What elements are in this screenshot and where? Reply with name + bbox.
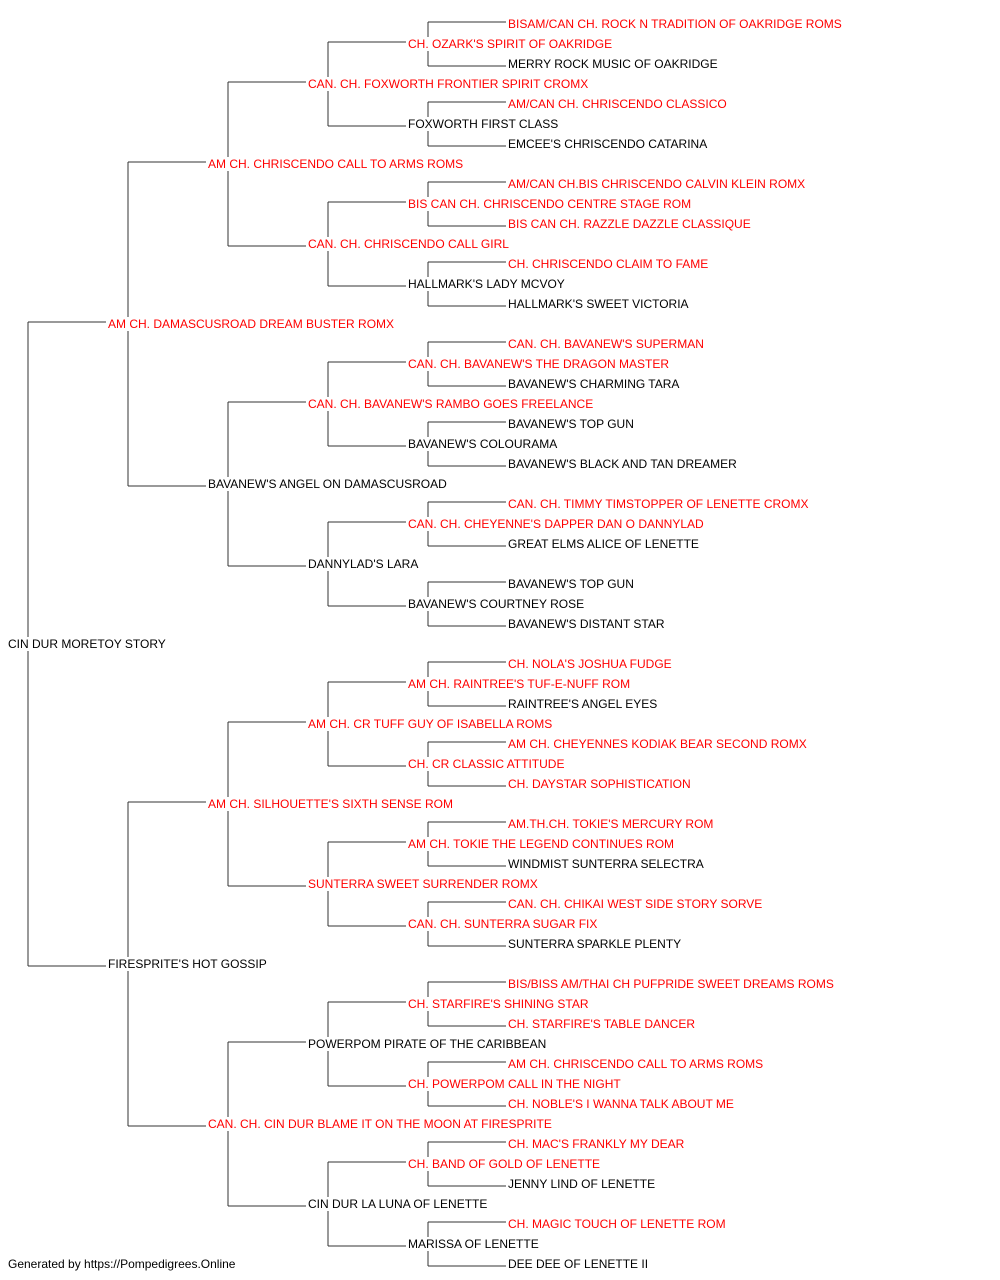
ancestor-name-gen-5: BAVANEW'S BLACK AND TAN DREAMER — [507, 457, 738, 471]
ancestor-name-gen-5: CH. NOBLE'S I WANNA TALK ABOUT ME — [507, 1097, 735, 1111]
ancestor-name-gen-5: DEE DEE OF LENETTE II — [507, 1257, 650, 1271]
ancestor-name-gen-4: BAVANEW'S COLOURAMA — [407, 437, 559, 451]
ancestor-name-gen-3: CAN. CH. FOXWORTH FRONTIER SPIRIT CROMX — [307, 77, 590, 91]
ancestor-name-gen-5: CAN. CH. BAVANEW'S SUPERMAN — [507, 337, 705, 351]
ancestor-name-gen-5: CH. MAC'S FRANKLY MY DEAR — [507, 1137, 686, 1151]
ancestor-name-gen-5: AM CH. CHEYENNES KODIAK BEAR SECOND ROMX — [507, 737, 808, 751]
subject-dog-name: CIN DUR MORETOY STORY — [7, 637, 167, 651]
ancestor-name-gen-4: CAN. CH. SUNTERRA SUGAR FIX — [407, 917, 599, 931]
ancestor-name-gen-5: CAN. CH. TIMMY TIMSTOPPER OF LENETTE CRO… — [507, 497, 810, 511]
ancestor-name-gen-5: BAVANEW'S TOP GUN — [507, 577, 635, 591]
ancestor-name-gen-4: BIS CAN CH. CHRISCENDO CENTRE STAGE ROM — [407, 197, 693, 211]
ancestor-name-gen-5: JENNY LIND OF LENETTE — [507, 1177, 657, 1191]
ancestor-name-gen-4: FOXWORTH FIRST CLASS — [407, 117, 560, 131]
ancestor-name-gen-2: AM CH. SILHOUETTE'S SIXTH SENSE ROM — [207, 797, 454, 811]
ancestor-name-gen-4: CAN. CH. BAVANEW'S THE DRAGON MASTER — [407, 357, 670, 371]
ancestor-name-gen-5: CAN. CH. CHIKAI WEST SIDE STORY SORVE — [507, 897, 764, 911]
ancestor-name-gen-2: CAN. CH. CIN DUR BLAME IT ON THE MOON AT… — [207, 1117, 553, 1131]
ancestor-name-gen-4: CH. STARFIRE'S SHINING STAR — [407, 997, 590, 1011]
ancestor-name-gen-3: CAN. CH. BAVANEW'S RAMBO GOES FREELANCE — [307, 397, 595, 411]
ancestor-name-gen-4: CH. BAND OF GOLD OF LENETTE — [407, 1157, 602, 1171]
ancestor-name-gen-5: EMCEE'S CHRISCENDO CATARINA — [507, 137, 709, 151]
ancestor-name-gen-5: WINDMIST SUNTERRA SELECTRA — [507, 857, 705, 871]
ancestor-name-gen-5: BAVANEW'S CHARMING TARA — [507, 377, 681, 391]
ancestor-name-gen-5: BISAM/CAN CH. ROCK N TRADITION OF OAKRID… — [507, 17, 843, 31]
ancestor-name-gen-5: CH. DAYSTAR SOPHISTICATION — [507, 777, 692, 791]
ancestor-name-gen-3: SUNTERRA SWEET SURRENDER ROMX — [307, 877, 539, 891]
ancestor-name-gen-5: BIS CAN CH. RAZZLE DAZZLE CLASSIQUE — [507, 217, 752, 231]
ancestor-name-gen-5: CH. NOLA'S JOSHUA FUDGE — [507, 657, 673, 671]
ancestor-name-gen-5: AM/CAN CH. CHRISCENDO CLASSICO — [507, 97, 728, 111]
ancestor-name-gen-5: SUNTERRA SPARKLE PLENTY — [507, 937, 683, 951]
ancestor-name-gen-5: CH. MAGIC TOUCH OF LENETTE ROM — [507, 1217, 727, 1231]
ancestor-name-gen-2: AM CH. CHRISCENDO CALL TO ARMS ROMS — [207, 157, 465, 171]
ancestor-name-gen-3: AM CH. CR TUFF GUY OF ISABELLA ROMS — [307, 717, 554, 731]
ancestor-name-gen-1: AM CH. DAMASCUSROAD DREAM BUSTER ROMX — [107, 317, 396, 331]
ancestor-name-gen-5: GREAT ELMS ALICE OF LENETTE — [507, 537, 700, 551]
ancestor-name-gen-5: BAVANEW'S DISTANT STAR — [507, 617, 666, 631]
ancestor-name-gen-5: MERRY ROCK MUSIC OF OAKRIDGE — [507, 57, 719, 71]
ancestor-name-gen-4: AM CH. RAINTREE'S TUF-E-NUFF ROM — [407, 677, 632, 691]
ancestor-name-gen-5: CH. STARFIRE'S TABLE DANCER — [507, 1017, 696, 1031]
ancestor-name-gen-4: MARISSA OF LENETTE — [407, 1237, 540, 1251]
ancestor-name-gen-5: BAVANEW'S TOP GUN — [507, 417, 635, 431]
ancestor-name-gen-4: AM CH. TOKIE THE LEGEND CONTINUES ROM — [407, 837, 676, 851]
ancestor-name-gen-5: HALLMARK'S SWEET VICTORIA — [507, 297, 690, 311]
ancestor-name-gen-2: BAVANEW'S ANGEL ON DAMASCUSROAD — [207, 477, 448, 491]
ancestor-name-gen-5: AM CH. CHRISCENDO CALL TO ARMS ROMS — [507, 1057, 765, 1071]
ancestor-name-gen-5: BIS/BISS AM/THAI CH PUFPRIDE SWEET DREAM… — [507, 977, 835, 991]
ancestor-name-gen-4: HALLMARK'S LADY MCVOY — [407, 277, 566, 291]
ancestor-name-gen-3: CAN. CH. CHRISCENDO CALL GIRL — [307, 237, 510, 251]
ancestor-name-gen-4: BAVANEW'S COURTNEY ROSE — [407, 597, 586, 611]
ancestor-name-gen-5: AM/CAN CH.BIS CHRISCENDO CALVIN KLEIN RO… — [507, 177, 807, 191]
generated-by-footer: Generated by https://Pompedigrees.Online — [8, 1257, 236, 1271]
ancestor-name-gen-4: CH. POWERPOM CALL IN THE NIGHT — [407, 1077, 622, 1091]
ancestor-name-gen-3: CIN DUR LA LUNA OF LENETTE — [307, 1197, 489, 1211]
ancestor-name-gen-3: POWERPOM PIRATE OF THE CARIBBEAN — [307, 1037, 548, 1051]
ancestor-name-gen-5: RAINTREE'S ANGEL EYES — [507, 697, 659, 711]
ancestor-name-gen-1: FIRESPRITE'S HOT GOSSIP — [107, 957, 268, 971]
ancestor-name-gen-3: DANNYLAD'S LARA — [307, 557, 420, 571]
ancestor-name-gen-4: CH. OZARK'S SPIRIT OF OAKRIDGE — [407, 37, 614, 51]
ancestor-name-gen-5: AM.TH.CH. TOKIE'S MERCURY ROM — [507, 817, 715, 831]
ancestor-name-gen-4: CAN. CH. CHEYENNE'S DAPPER DAN O DANNYLA… — [407, 517, 705, 531]
ancestor-name-gen-5: CH. CHRISCENDO CLAIM TO FAME — [507, 257, 710, 271]
ancestor-name-gen-4: CH. CR CLASSIC ATTITUDE — [407, 757, 566, 771]
